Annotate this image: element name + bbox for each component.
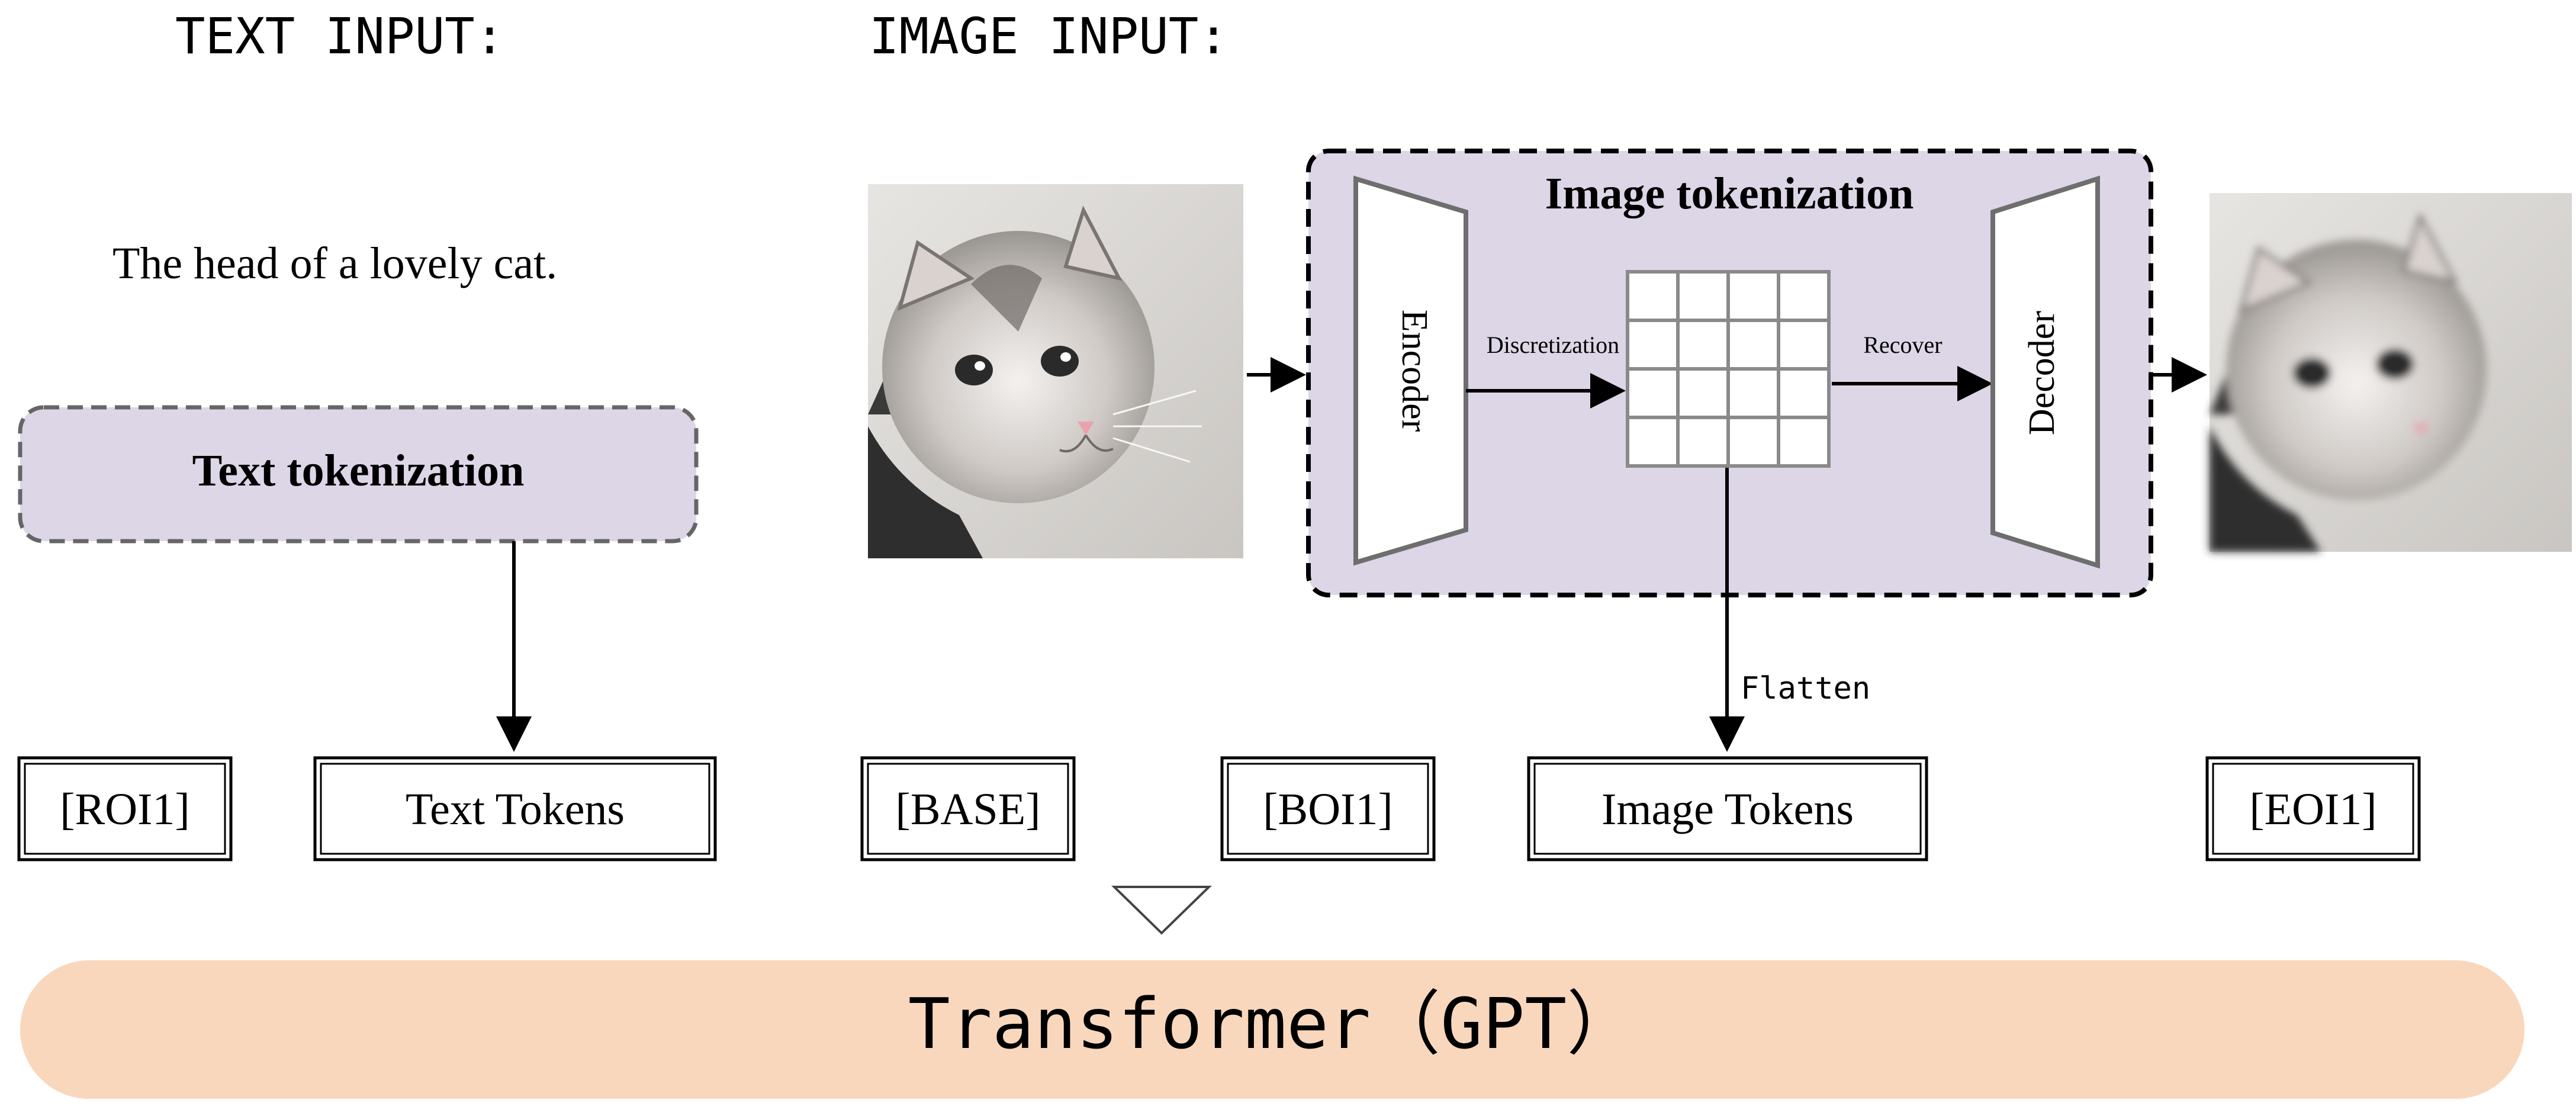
token-grid-cell (1730, 371, 1777, 416)
token-grid-cell (1780, 419, 1827, 464)
token-text-tokens-label: Text Tokens (406, 784, 625, 834)
token-grid-cell (1680, 274, 1726, 319)
token-roi-label: [ROI1] (60, 784, 190, 834)
token-base-label: [BASE] (896, 784, 1041, 834)
token-image-tokens-label: Image Tokens (1601, 784, 1854, 834)
hollow-down-arrow (1111, 886, 1212, 935)
output-cat-image (2210, 193, 2572, 552)
text-input-sentence: The head of a lovely cat. (112, 239, 557, 288)
text-tokenization-box (18, 405, 699, 544)
token-grid-cell (1780, 274, 1827, 319)
token-grid-cell (1629, 274, 1676, 319)
recover-label: Recover (1863, 332, 1942, 358)
token-grid-cell (1730, 274, 1777, 319)
token-base: [BASE] (860, 756, 1076, 861)
token-grid-cell (1780, 371, 1827, 416)
token-boi: [BOI1] (1220, 756, 1436, 861)
token-grid-cell (1629, 322, 1676, 367)
input-cat-image (868, 184, 1243, 558)
token-grid-cell (1629, 419, 1676, 464)
image-tokenization-title: Image tokenization (1545, 169, 1914, 218)
token-text-tokens: Text Tokens (313, 756, 717, 861)
token-grid-cell (1730, 419, 1777, 464)
token-roi: [ROI1] (17, 756, 233, 861)
token-grid-cell (1680, 371, 1726, 416)
transformer-block (20, 960, 2524, 1099)
image-input-header: IMAGE INPUT: (869, 7, 1228, 65)
token-eoi-label: [EOI1] (2249, 784, 2376, 834)
token-grid-cell (1680, 322, 1726, 367)
encoder-label: Encoder (1394, 310, 1435, 432)
token-grid-cell (1730, 322, 1777, 367)
text-tokenization-label: Text tokenization (192, 446, 525, 496)
token-image-tokens: Image Tokens (1527, 756, 1928, 861)
text-input-header: TEXT INPUT: (175, 7, 504, 65)
flatten-label: Flatten (1741, 671, 1870, 706)
token-boi-label: [BOI1] (1263, 784, 1393, 834)
decoder-label: Decoder (2022, 311, 2062, 435)
token-grid-cell (1629, 371, 1676, 416)
decoder-block (1990, 175, 2100, 569)
transformer-label: Transformer（GPT） (908, 983, 1637, 1065)
discretization-label: Discretization (1487, 332, 1619, 358)
token-grid-cell (1780, 322, 1827, 367)
encoder-block (1353, 175, 1468, 566)
token-eoi: [EOI1] (2205, 756, 2421, 861)
token-grid-cell (1680, 419, 1726, 464)
token-grid (1626, 270, 1831, 468)
